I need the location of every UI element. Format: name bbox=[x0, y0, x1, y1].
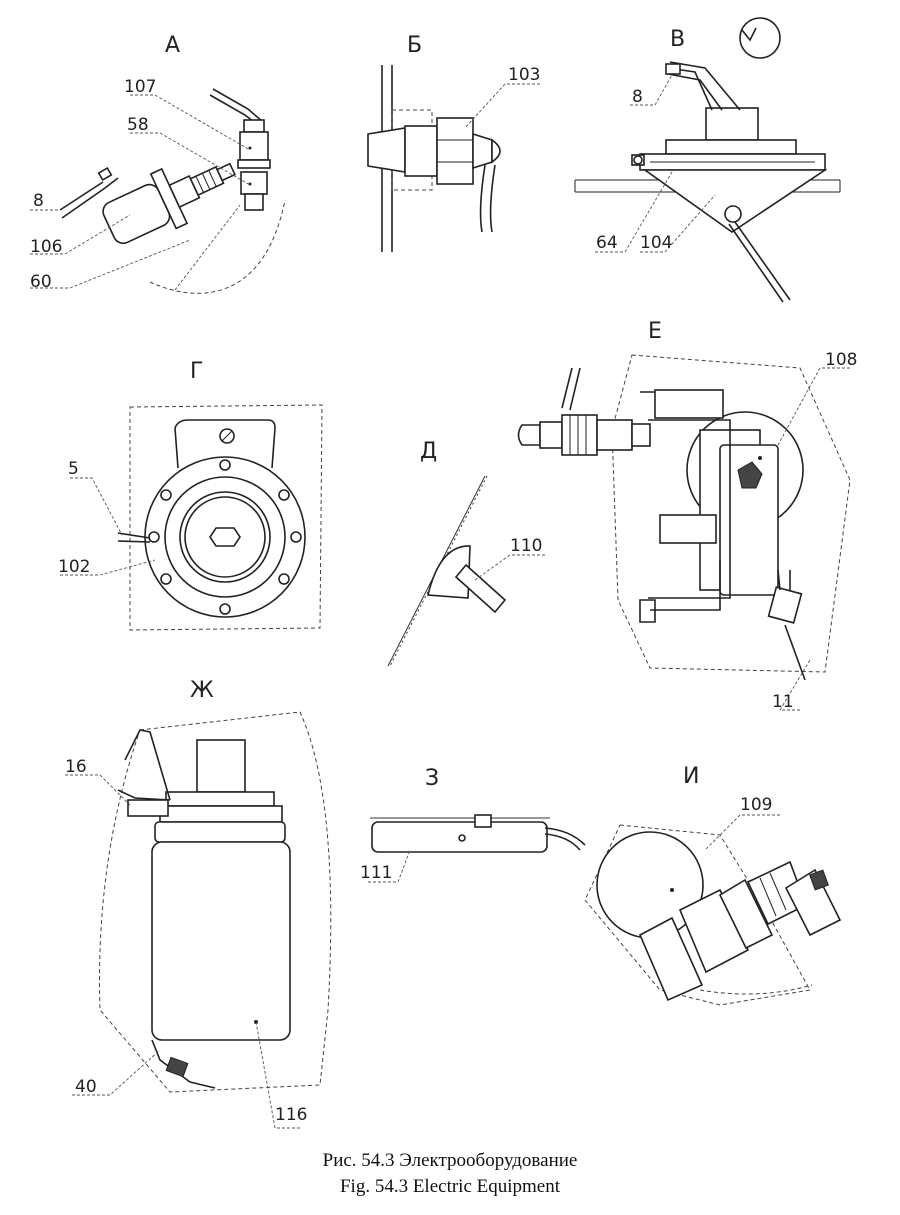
leader-5 bbox=[70, 477, 123, 536]
callout-111: 111 bbox=[360, 863, 392, 883]
leader-104 bbox=[640, 194, 716, 253]
lamp-110 bbox=[427, 545, 507, 614]
view-label-zh: Ж bbox=[190, 678, 214, 703]
leader-108 bbox=[777, 367, 850, 446]
view-b: Б 103 bbox=[367, 33, 540, 252]
sensor-106 bbox=[102, 162, 236, 245]
connector-e bbox=[517, 367, 651, 456]
view-label-d: Д bbox=[420, 439, 437, 464]
callout-40: 40 bbox=[75, 1077, 97, 1097]
leader-11 bbox=[779, 659, 811, 711]
leader-40 bbox=[72, 1049, 161, 1096]
leader-109 bbox=[704, 814, 780, 851]
view-g-outline bbox=[129, 404, 323, 631]
view-g: Г 5 102 bbox=[58, 359, 323, 631]
view-label-i: И bbox=[683, 764, 699, 789]
view-zh-outline bbox=[99, 711, 332, 1093]
leader-106 bbox=[30, 214, 131, 255]
view-label-e: Е bbox=[648, 319, 662, 344]
leader-60 bbox=[30, 239, 191, 289]
leader-64 bbox=[595, 171, 673, 253]
view-i: И 109 bbox=[584, 764, 842, 1006]
leader-103 bbox=[464, 83, 540, 129]
view-label-a: А bbox=[165, 33, 180, 58]
callout-5: 5 bbox=[68, 459, 79, 479]
view-zh: Ж 16 40 116 bbox=[65, 678, 332, 1129]
leader-16 bbox=[65, 774, 131, 806]
view-z: З 111 bbox=[360, 766, 586, 883]
view-a-outline bbox=[149, 199, 286, 294]
callout-102: 102 bbox=[58, 557, 90, 577]
view-e-outline bbox=[611, 354, 851, 673]
view-i-outline bbox=[584, 824, 811, 1006]
view-label-b: Б bbox=[407, 33, 422, 58]
leader-8-v bbox=[630, 74, 673, 106]
view-d: Д 110 bbox=[387, 439, 545, 667]
rotate-view-icon bbox=[739, 17, 781, 59]
sensor-103 bbox=[367, 117, 501, 233]
leader-102 bbox=[60, 559, 156, 576]
bottle-116 bbox=[151, 739, 291, 1041]
lamp-111 bbox=[371, 814, 548, 853]
callout-8-a: 8 bbox=[33, 191, 44, 211]
horn-102 bbox=[144, 419, 306, 618]
callout-109: 109 bbox=[740, 795, 772, 815]
leader-116 bbox=[255, 1021, 300, 1129]
figure-caption-ru: Рис. 54.3 Электрооборудование bbox=[322, 1150, 578, 1171]
leader-58 bbox=[130, 132, 251, 186]
view-e: Е bbox=[517, 319, 857, 712]
callout-108: 108 bbox=[825, 350, 857, 370]
callout-107: 107 bbox=[124, 77, 156, 97]
callout-58: 58 bbox=[127, 115, 149, 135]
callout-110: 110 bbox=[510, 536, 542, 556]
callout-8-v: 8 bbox=[632, 87, 643, 107]
sensor-104 bbox=[631, 107, 828, 303]
callout-60: 60 bbox=[30, 272, 52, 292]
callout-64: 64 bbox=[596, 233, 618, 253]
callout-103: 103 bbox=[508, 65, 540, 85]
technical-drawing: А bbox=[30, 17, 857, 1129]
view-label-z: З bbox=[425, 766, 439, 791]
wire-8-a bbox=[61, 177, 119, 219]
view-a: А bbox=[30, 33, 286, 294]
view-label-g: Г bbox=[190, 359, 203, 384]
callout-104: 104 bbox=[640, 233, 672, 253]
leader-111 bbox=[368, 849, 411, 883]
leader-110 bbox=[474, 554, 545, 581]
callout-11: 11 bbox=[772, 692, 794, 712]
sensor-109 bbox=[596, 831, 842, 1002]
relay-108 bbox=[639, 389, 804, 623]
callout-16: 16 bbox=[65, 757, 87, 777]
callout-106: 106 bbox=[30, 237, 62, 257]
callout-116: 116 bbox=[275, 1105, 307, 1125]
view-label-v: В bbox=[670, 27, 685, 52]
figure-caption-en: Fig. 54.3 Electric Equipment bbox=[339, 1176, 561, 1197]
view-v: В 8 64 104 bbox=[574, 17, 841, 303]
leader-107 bbox=[130, 94, 251, 151]
sensor-107 bbox=[209, 88, 271, 211]
